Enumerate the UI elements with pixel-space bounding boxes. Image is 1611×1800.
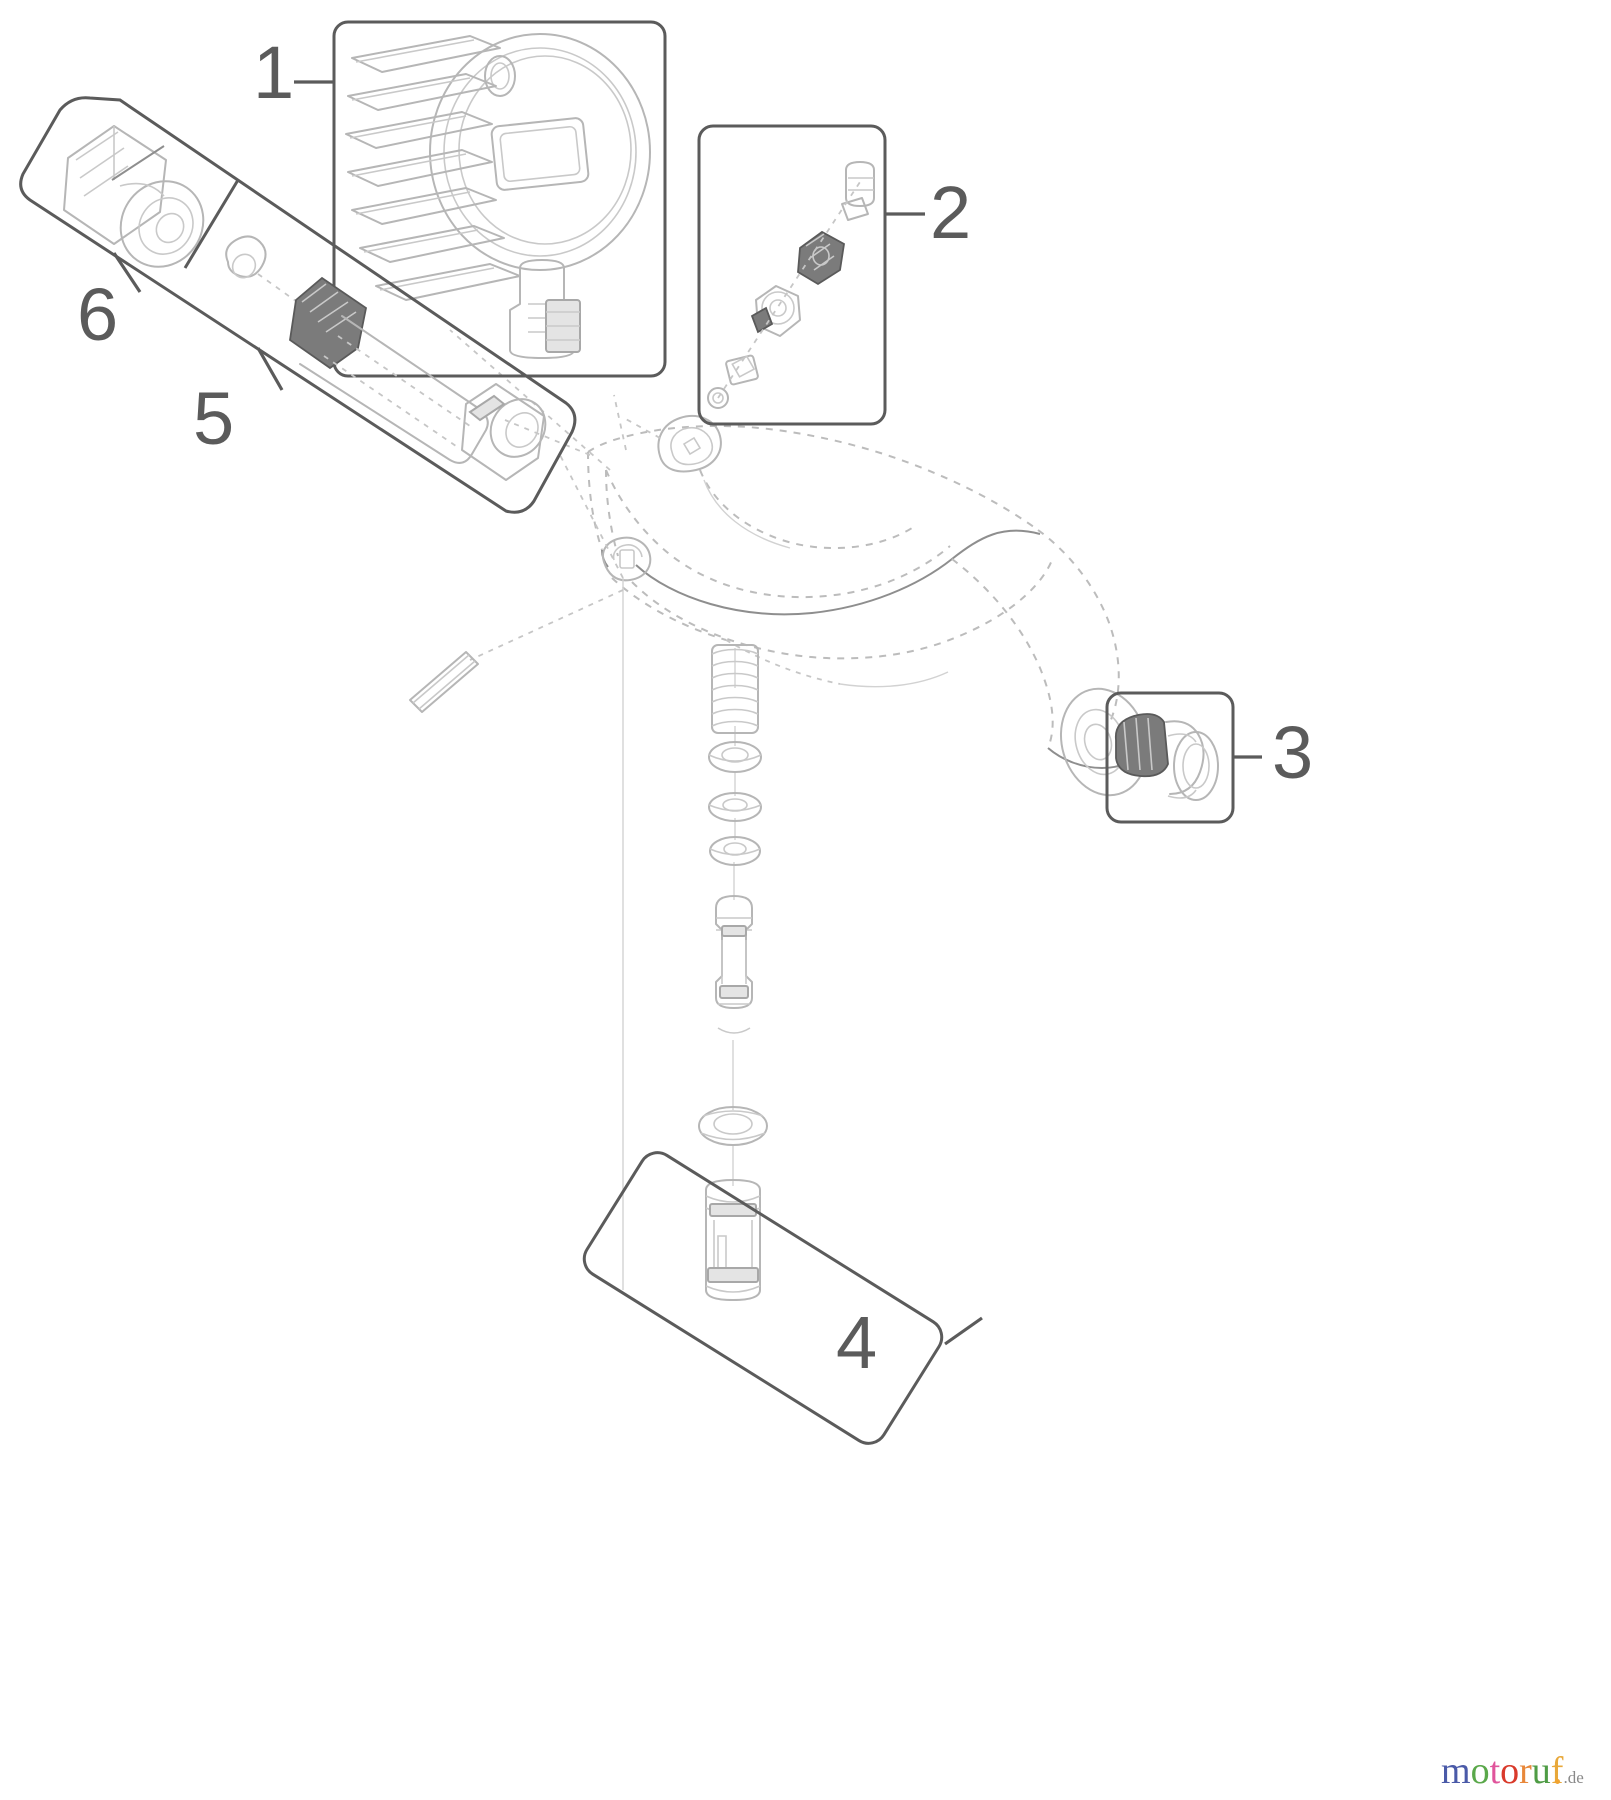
logo-letter-f: f [1550, 1750, 1564, 1792]
construction-lines [449, 329, 736, 1290]
valve-seat-sleeve [705, 1179, 761, 1301]
part-inlet-bushing [1114, 713, 1219, 801]
part-regulator-barrel [225, 235, 547, 481]
callout-label-5: 5 [193, 377, 235, 460]
part-small-pin [725, 354, 759, 386]
valve-stem [715, 895, 753, 1034]
leader-line-4 [944, 1316, 983, 1346]
callout-box-1 [332, 20, 667, 378]
part-screw [841, 161, 875, 221]
logo-letter-o2: o [1500, 1750, 1520, 1792]
o-ring-seal [698, 1106, 768, 1146]
callout-label-1: 1 [253, 31, 295, 114]
callout-box-2 [697, 124, 887, 426]
logo-letter-r: r [1519, 1750, 1532, 1792]
part-finned-cylinder [345, 33, 651, 359]
callout-label-6: 6 [77, 273, 119, 356]
cooling-fins [345, 35, 521, 301]
logo-letter-u: u [1531, 1750, 1551, 1792]
callout-label-3: 3 [1272, 711, 1314, 794]
part-roll-pin [409, 651, 479, 713]
part-ball [707, 387, 729, 409]
callout-label-4: 4 [836, 1301, 878, 1384]
leader-line-6 [112, 252, 142, 293]
washer-upper [708, 741, 762, 773]
logo-letter-m: m [1441, 1750, 1471, 1792]
part-valve-assembly [63, 125, 547, 481]
part-fastener-set [707, 161, 875, 409]
callout-box-3 [1105, 691, 1235, 824]
part-coupler-block [63, 125, 205, 268]
logo-letter-t: t [1489, 1750, 1501, 1792]
logo-letter-o1: o [1470, 1750, 1490, 1792]
part-trigger-lever [626, 1164, 941, 1400]
leader-line-5 [256, 347, 284, 391]
coil-spring [711, 644, 759, 734]
logo-tld: .de [1563, 1768, 1584, 1787]
callout-label-2: 2 [930, 171, 972, 254]
motoruf-de-logo: motoruf.de [1441, 1752, 1584, 1790]
part-hex-nut [750, 285, 801, 337]
main-tool-body [587, 415, 1149, 797]
part-knurled-nut [797, 230, 845, 286]
washer-middle [708, 792, 762, 822]
callout-box-5-6 [19, 96, 577, 514]
washer-lower [709, 836, 761, 866]
callout-box-4 [582, 1151, 944, 1445]
center-valve-stack [698, 644, 768, 1301]
